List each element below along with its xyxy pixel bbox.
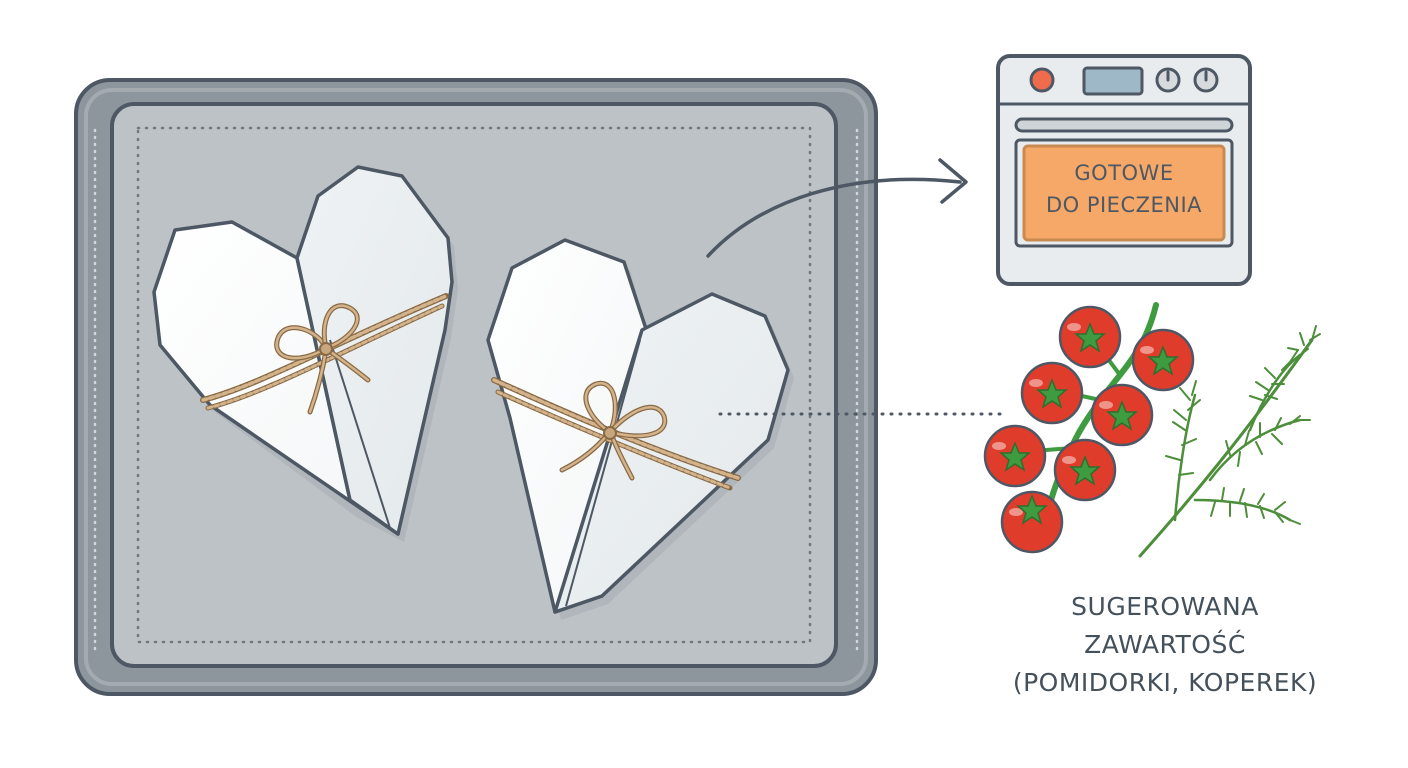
tomato-calyx bbox=[999, 321, 1179, 525]
caption-line3: (POMIDORKI, KOPEREK) bbox=[1012, 668, 1318, 697]
twine-bow bbox=[559, 380, 668, 481]
oven-display-line2: DO PIECZENIA bbox=[1046, 193, 1202, 217]
arrow-icon bbox=[706, 158, 968, 258]
suggested-filling-caption: SUGEROWANA ZAWARTOŚĆ (POMIDORKI, KOPEREK… bbox=[960, 588, 1370, 702]
paper-heart-parcel-right bbox=[486, 238, 794, 620]
tomato-highlights bbox=[992, 323, 1154, 516]
oven-display-line1: GOTOWE bbox=[1074, 161, 1173, 185]
caption-line1: SUGEROWANA bbox=[1071, 592, 1259, 621]
caption-line2: ZAWARTOŚĆ bbox=[1084, 630, 1246, 659]
paper-heart-parcel-left bbox=[152, 165, 458, 542]
dill-icon bbox=[1138, 325, 1321, 558]
oven-icon: GOTOWE DO PIECZENIA bbox=[996, 54, 1252, 286]
twine-bow bbox=[274, 303, 371, 415]
